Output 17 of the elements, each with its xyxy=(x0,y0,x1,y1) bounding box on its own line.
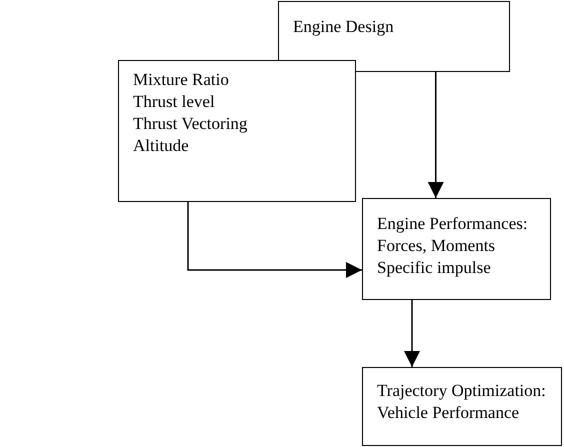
box-text: Thrust Vectoring xyxy=(133,113,248,135)
box-text: Engine Design xyxy=(293,16,394,38)
arrow xyxy=(404,300,420,367)
box-text: Specific impulse xyxy=(377,257,491,279)
box-text: Mixture Ratio xyxy=(133,69,229,91)
box-text: Forces, Moments xyxy=(377,235,496,257)
process-box xyxy=(362,367,562,446)
process-box xyxy=(278,1,510,72)
process-box xyxy=(362,198,551,300)
box-text: Trajectory Optimization: xyxy=(377,380,546,402)
arrow xyxy=(428,72,444,198)
box-text: Engine Performances: xyxy=(377,213,528,235)
box-text: Altitude xyxy=(133,135,189,157)
box-text: Vehicle Performance xyxy=(377,402,520,424)
arrow xyxy=(187,202,362,278)
process-box xyxy=(118,60,356,202)
box-text: Thrust level xyxy=(133,91,215,113)
